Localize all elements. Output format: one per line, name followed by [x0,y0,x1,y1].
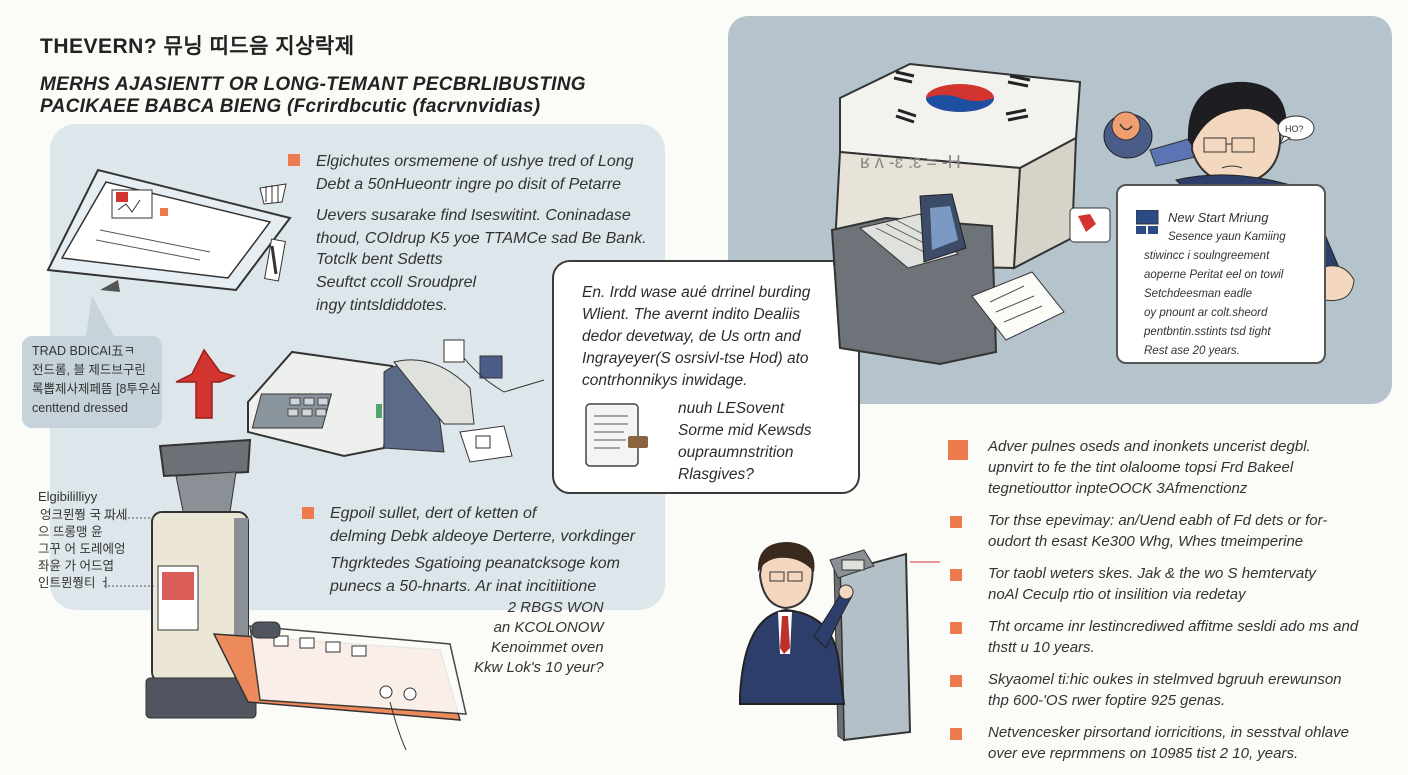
list-line: tegnetiouttor inpteOOCK 3Afmenctionz [988,480,1248,497]
info-line: delming Debk aldeoye Derterre, vorkdinge… [330,528,636,545]
list-line: noAl Ceculp rtio ot insilition via redet… [988,586,1246,603]
card-line: oy pnount ar colt.sheord [1144,307,1268,319]
list-item: Tor taobl weters skes. Jak & the wo S he… [950,563,1358,605]
bubble-subline: Sorme mid Kewsds [678,422,812,439]
bubble-line: En. Irdd wase aué drrinel burding [582,284,811,301]
info-line: punecs a 50-hnarts. Ar inat incitiitione [330,578,597,595]
callout-line: 록뽑제사제페뜸 [8투우심 [32,382,161,396]
bubble-subline: oupraumnstrition [678,444,794,461]
card-badge-icon [1069,207,1111,243]
info-line: Debt a 50nHueontr ingre po disit of Peta… [316,176,622,193]
main-speech-bubble: En. Irdd wase aué drrinel burding Wlient… [552,260,860,494]
callout-line: 전드롬, 블 제드브구린 [32,363,146,377]
info-line: Thgrktedes Sgatioing peanatcksoge kom [330,555,620,572]
clip-icon [259,183,287,282]
bubble-subline: Rlasgives? [678,466,754,483]
card-line: pentbntin.sstints tsd tight [1144,326,1271,338]
man-at-atm-illustration [739,542,940,742]
speech-bubble-text: HO? [1285,124,1304,134]
bubble-subline: nuuh LESovent [678,400,785,417]
bullet-icon [302,507,314,519]
card-line: Setchdeesman eadle [1144,288,1253,300]
bullet-icon [288,154,300,166]
list-line: Skyaomel ti:hic oukes in stelmved bgruuh… [988,671,1342,688]
info-line: thoud, COIdrup K5 yoe TTAMCe sad Be Bank… [316,230,647,247]
eligibility-label: Elgibililliyy 엉크뮌쭹 국 파세 으 뜨롱맹 윤 그꾸 어 도레에… [38,488,127,592]
list-line: Adver pulnes oseds and inonkets uncerist… [988,438,1311,455]
subtitle-line: PACIKAEE BABCA BIENG (Fcrirdbcutic (facr… [40,96,541,117]
list-line: Tor taobl weters skes. Jak & the wo S he… [988,565,1316,582]
info-line: Egpoil sullet, dert of ketten of [330,505,537,522]
right-bullet-list: Adver pulnes oseds and inonkets uncerist… [948,436,1358,775]
eligibility-line: 좌윤 가 어드엽 [38,559,114,573]
bubble-line: Wlient. The avernt indito Dealiis [582,306,800,323]
info-block-3: Egpoil sullet, dert of ketten of delming… [302,502,635,598]
subtitle-line: MERHS AJASIENTT OR LONG-TEMANT PECBRLIBU… [40,74,586,95]
bullet-icon [948,440,968,460]
list-item: Netvencesker pirsortand iorricitions, in… [950,722,1358,764]
info-line: ingy tintsldiddotes. [316,297,448,314]
bullet-icon [950,516,962,528]
eligibility-line: 인트뮌쭹티 ㅓ [38,576,111,590]
info-line: Totclk bent Sdetts [316,251,443,268]
list-item: Tor thse epevimay: an/Uend eabh of Fd de… [950,510,1358,552]
small-flag-icon [1136,210,1159,234]
atm-kiosk-icon [145,438,467,751]
page-title: THEVERN? 뮤닝 띠드음 지상락제 [40,35,355,58]
info-block-2: Totclk bent Sdetts Seuftct ccoll Sroudpr… [316,248,476,317]
page-subtitle: MERHS AJASIENTT OR LONG-TEMANT PECBRLIBU… [40,74,586,118]
flag-kiosk-illustration: ʁ ʌ -ɛ :ɛ = -H [830,62,1082,366]
card-line: stiwincc i soulngreement [1144,250,1270,262]
list-line: thstt u 10 years. [988,639,1095,656]
list-item: Adver pulnes oseds and inonkets uncerist… [948,436,1358,499]
bubble-line: dedor devetway, de Us ortn and [582,328,801,345]
info-card: New Start Mriung Sesence yaun Kamiing st… [1069,184,1326,364]
red-arrow-icon [175,348,236,419]
eligibility-line: 으 뜨롱맹 윤 [38,525,103,539]
note-line: an KCOLONOW [493,619,604,636]
svg-text:ʁ ʌ -ɛ :ɛ = -H: ʁ ʌ -ɛ :ɛ = -H [860,152,961,172]
callout-line: TRAD BDICAI五ㅋ [32,344,136,358]
info-line: Seuftct ccoll Sroudprel [316,274,477,291]
note-line: Kkw Lok's 10 yeur? [474,659,604,676]
bullet-icon [950,728,962,740]
list-line: over eve reprmmens on 10985 tist 2 10, y… [988,745,1299,762]
oval-note: 2 RBGS WON an KCOLONOW Kenoimmet oven Kk… [474,598,604,678]
speech-bubble-icon: HO? [1277,115,1315,144]
callout-tail [86,296,114,336]
info-block-1: Elgichutes orsmemene of ushye tred of Lo… [288,150,647,250]
card-line: Rest ase 20 years. [1144,345,1240,357]
card-line: Sesence yaun Kamiing [1168,231,1286,243]
note-line: Kenoimmet oven [491,639,604,656]
info-line: Elgichutes orsmemene of ushye tred of Lo… [316,153,634,170]
bullet-icon [950,675,962,687]
callout-box: TRAD BDICAI五ㅋ 전드롬, 블 제드브구린 록뽑제사제페뜸 [8투우심… [22,336,162,428]
list-line: Netvencesker pirsortand iorricitions, in… [988,724,1349,741]
leader-lines [104,517,154,587]
eligibility-heading: Elgibililliyy [38,489,98,504]
list-item: Tht orcame inr lestincrediwed affitme se… [950,616,1358,658]
card-line: aoperne Peritat eel on towil [1144,269,1284,281]
note-line: 2 RBGS WON [507,599,604,616]
bubble-line: contrhonnikys inwidage. [582,372,748,389]
bullet-icon [950,622,962,634]
list-item: Skyaomel ti:hic oukes in stelmved bgruuh… [950,669,1358,711]
list-line: upnvirt to fe the tint olaloome topsi Fr… [988,459,1294,476]
list-line: Tht orcame inr lestincrediwed affitme se… [988,618,1359,635]
card-terminal-icon [247,339,544,463]
list-line: oudort th esast Ke300 Whg, Whes tmeimper… [988,533,1304,550]
header: THEVERN? 뮤닝 띠드음 지상락제 MERHS AJASIENTT OR … [40,30,586,118]
bubble-line: Ingrayeyer(S osrsivl-tse Hod) ato [582,350,809,367]
document-icon [585,403,648,467]
document-stand-icon [46,168,292,292]
bullet-icon [950,569,962,581]
eligibility-line: 그꾸 어 도레에엉 [38,542,126,556]
info-line: Uevers susarake find Iseswitint. Coninad… [316,207,631,224]
callout-line: centtend dressed [32,401,128,415]
list-line: thp 600-'OS rwer foptire 925 genas. [988,692,1226,709]
card-title: New Start Mriung [1168,210,1269,225]
list-line: Tor thse epevimay: an/Uend eabh of Fd de… [988,512,1328,529]
